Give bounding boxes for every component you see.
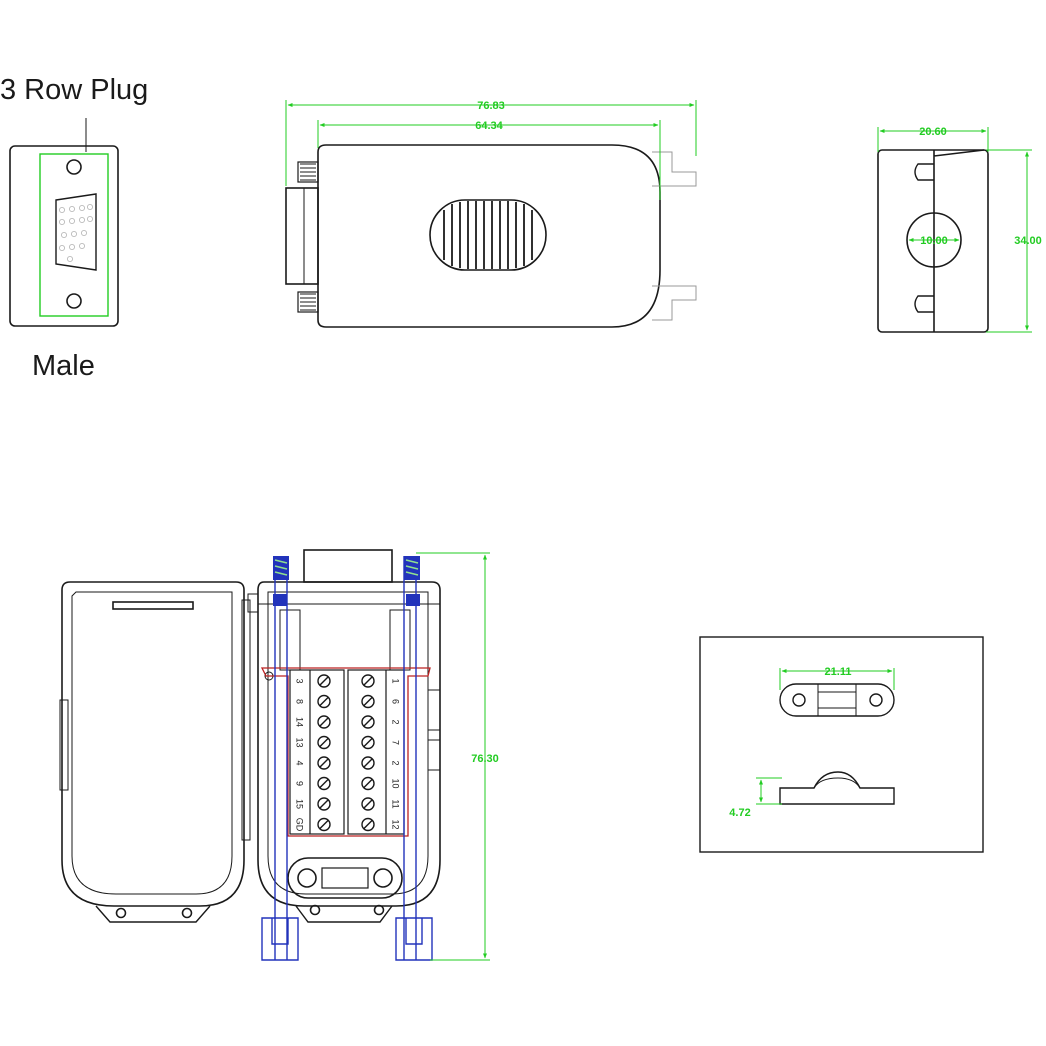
terminal-screw: [361, 776, 375, 791]
terminal-screw: [361, 797, 375, 811]
grip-pad: [429, 199, 547, 271]
dim-height: 34.00: [1014, 235, 1042, 247]
pin-label: 7: [391, 740, 401, 745]
screw-slot: [363, 799, 373, 809]
mount-hole-bottom: [66, 293, 82, 309]
terminal-screws-right: [361, 674, 375, 832]
screw-slot: [319, 758, 329, 768]
terminal-screw: [361, 817, 375, 832]
pin-label: 15: [295, 799, 305, 809]
clamp-dimensions: [756, 668, 895, 805]
screw-slot: [363, 820, 373, 829]
gender-label: Male: [32, 350, 95, 382]
clamp-top-view: [779, 683, 895, 717]
screw-slot: [363, 758, 373, 768]
screw-slot: [319, 697, 329, 706]
base-outer: [257, 581, 441, 907]
d-sub-shell: [55, 193, 97, 271]
end-housing: [877, 149, 989, 333]
terminal-screw: [317, 674, 331, 688]
dim-clamp-height: 4.72: [729, 807, 750, 819]
open-cover: [59, 581, 251, 923]
dim-body-length: 64.34: [475, 120, 503, 132]
screw-threads: [274, 559, 419, 576]
pin-label: 12: [391, 819, 401, 829]
pin-label: 9: [295, 781, 305, 786]
cover-slot: [112, 601, 194, 610]
detail-frame: [699, 636, 984, 853]
screw-slot: [319, 717, 329, 727]
pin-label: 2: [391, 760, 401, 765]
plug-title: 3 Row Plug: [0, 74, 149, 106]
cover-outer: [61, 581, 245, 907]
screw-slot: [363, 717, 373, 727]
screw-slot: [319, 676, 329, 686]
mount-hole-top: [66, 159, 82, 175]
pin-label: 3: [295, 678, 305, 683]
terminal-screw: [361, 756, 375, 770]
front-housing: [9, 145, 119, 327]
pin-label: 4: [295, 760, 305, 765]
terminal-screw: [317, 694, 331, 709]
open-dimension: [416, 552, 490, 961]
pin-label: 11: [391, 799, 401, 808]
cable-clamp: [287, 857, 403, 899]
front-view: [9, 118, 119, 327]
pin-labels-right: 1 6 2 7 2 10 11 12: [391, 678, 401, 829]
terminal-screw: [317, 776, 331, 791]
side-body: [317, 144, 661, 328]
dim-hole-diameter: 10.00: [920, 235, 948, 247]
terminal-screw: [317, 756, 331, 770]
dim-open-length: 76.30: [471, 753, 499, 765]
terminal-screw: [317, 817, 331, 832]
end-dimensions: [877, 127, 1032, 333]
screw-slot: [363, 676, 373, 686]
cable-hole: [906, 212, 962, 268]
terminal-block-outline: [260, 667, 431, 837]
pin-label: 8: [295, 699, 305, 704]
pin-label: 10: [391, 778, 401, 788]
screw-slot: [319, 820, 329, 829]
side-dimensions: [285, 100, 697, 200]
grip-ribs: [443, 201, 533, 269]
clamp-detail: [699, 636, 984, 853]
screw-slot: [363, 738, 373, 747]
side-connector: [285, 187, 319, 285]
terminal-screw: [317, 735, 331, 750]
pin-label: GD: [295, 818, 305, 832]
pin-label: 2: [391, 719, 401, 724]
pin-grid: [58, 203, 94, 263]
pin-label: 1: [391, 678, 401, 683]
terminal-screw: [361, 694, 375, 709]
side-strain-relief: [652, 151, 697, 321]
screw-slot: [319, 779, 329, 788]
dim-clamp-width: 21.11: [825, 666, 852, 678]
side-view: [285, 144, 697, 328]
terminal-strips: [289, 669, 405, 835]
terminal-screw: [361, 674, 375, 688]
screw-slot: [319, 799, 329, 809]
dim-overall-length: 76.83: [477, 100, 505, 112]
pin-label: 13: [295, 737, 305, 747]
pin-label: 6: [391, 699, 401, 704]
terminal-screw: [317, 797, 331, 811]
screw-slot: [363, 779, 373, 788]
jack-screws: [261, 556, 433, 961]
terminal-screws-left: [317, 674, 331, 832]
pin-label: 14: [295, 717, 305, 727]
clamp-side-view: [779, 771, 895, 805]
terminal-screw: [361, 715, 375, 729]
screw-slot: [363, 697, 373, 706]
terminal-screw: [361, 735, 375, 750]
screw-slot: [319, 738, 329, 747]
terminal-screw: [317, 715, 331, 729]
d-sub-connector-open: [303, 549, 393, 583]
dim-width: 20.60: [919, 126, 947, 138]
